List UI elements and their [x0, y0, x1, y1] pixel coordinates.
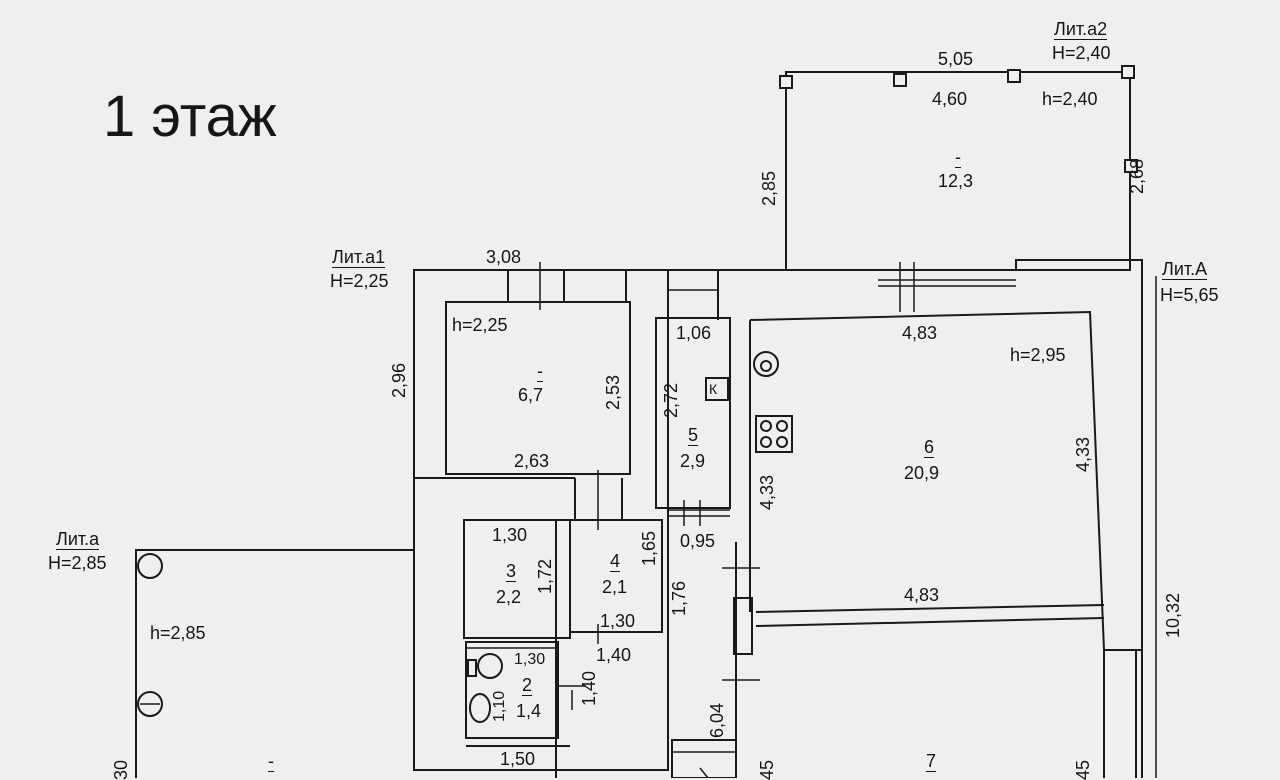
dim-1-76: 1,76: [669, 580, 689, 616]
dim-1-30-room2: 1,30: [514, 651, 546, 668]
dim-4-83-bottom: 4,83: [904, 585, 940, 605]
room-6-number: 6: [924, 437, 935, 458]
litera-a-height: Н=2,85: [48, 553, 107, 573]
room-3-number: 3: [506, 561, 517, 582]
dim-2-68: 2,68: [1127, 158, 1147, 194]
litera-a-name: Лит.а: [56, 529, 100, 550]
litera-a1-height: Н=2,25: [330, 271, 389, 291]
litera-main-name: Лит.А: [1162, 259, 1208, 280]
dim-45-left: 45: [757, 759, 777, 780]
room-a2-number: -: [955, 147, 961, 168]
room-6-area: 20,9: [904, 463, 940, 483]
room-2-area: 1,4: [516, 701, 542, 721]
room-7-number: 7: [926, 751, 937, 772]
room-a2-height: h=2,40: [1042, 89, 1098, 109]
dim-1-06: 1,06: [676, 323, 712, 343]
dim-0-95: 0,95: [680, 531, 716, 551]
litera-a2-height: Н=2,40: [1052, 43, 1111, 63]
room-a-number: -: [268, 751, 274, 772]
room-5-area: 2,9: [680, 451, 706, 471]
dim-1-50: 1,50: [500, 749, 536, 769]
room-a1-height: h=2,25: [452, 315, 508, 335]
dim-10-32: 10,32: [1163, 592, 1183, 638]
dim-4-83-top: 4,83: [902, 323, 938, 343]
dim-4-60: 4,60: [932, 89, 968, 109]
dim-1-30-room4: 1,30: [600, 611, 636, 631]
dim-1-40-v: 1,40: [579, 670, 599, 706]
dim-5-05: 5,05: [938, 49, 974, 69]
dim-3-08: 3,08: [486, 247, 522, 267]
dim-1-30-room3: 1,30: [492, 525, 528, 545]
room-3-area: 2,2: [496, 587, 522, 607]
litera-a1-name: Лит.а1: [332, 247, 386, 268]
litera-main-height: Н=5,65: [1160, 285, 1219, 305]
dim-45-right: 45: [1073, 759, 1093, 780]
dim-4-33-right: 4,33: [1073, 436, 1093, 472]
boiler-symbol: К: [709, 381, 718, 397]
annex-a-outline: [135, 549, 414, 778]
room-a-height: h=2,85: [150, 623, 206, 643]
dim-1-72: 1,72: [535, 558, 555, 594]
dim-4-33-left: 4,33: [757, 474, 777, 510]
room-4-area: 2,1: [602, 577, 628, 597]
dim-2-96: 2,96: [389, 362, 409, 398]
floor-title: 1 этаж: [103, 84, 277, 149]
dim-2-63: 2,63: [514, 451, 550, 471]
dim-2-53: 2,53: [603, 374, 623, 410]
dim-2-72: 2,72: [661, 382, 681, 418]
room-5-number: 5: [688, 425, 699, 446]
litera-a2-name: Лит.а2: [1054, 19, 1108, 40]
room-4-number: 4: [610, 551, 621, 572]
dim-6-04: 6,04: [707, 702, 727, 738]
room-a1-area: 6,7: [518, 385, 544, 405]
dim-1-10: 1,10: [491, 690, 508, 722]
dim-1-65: 1,65: [639, 530, 659, 566]
dim-2-85: 2,85: [759, 170, 779, 206]
room-a2-area: 12,3: [938, 171, 974, 191]
dim-30: 30: [111, 759, 131, 780]
room-6-height: h=2,95: [1010, 345, 1066, 365]
room-a1-number: -: [537, 361, 543, 382]
room-2-number: 2: [522, 675, 533, 696]
dim-1-40-h: 1,40: [596, 645, 632, 665]
